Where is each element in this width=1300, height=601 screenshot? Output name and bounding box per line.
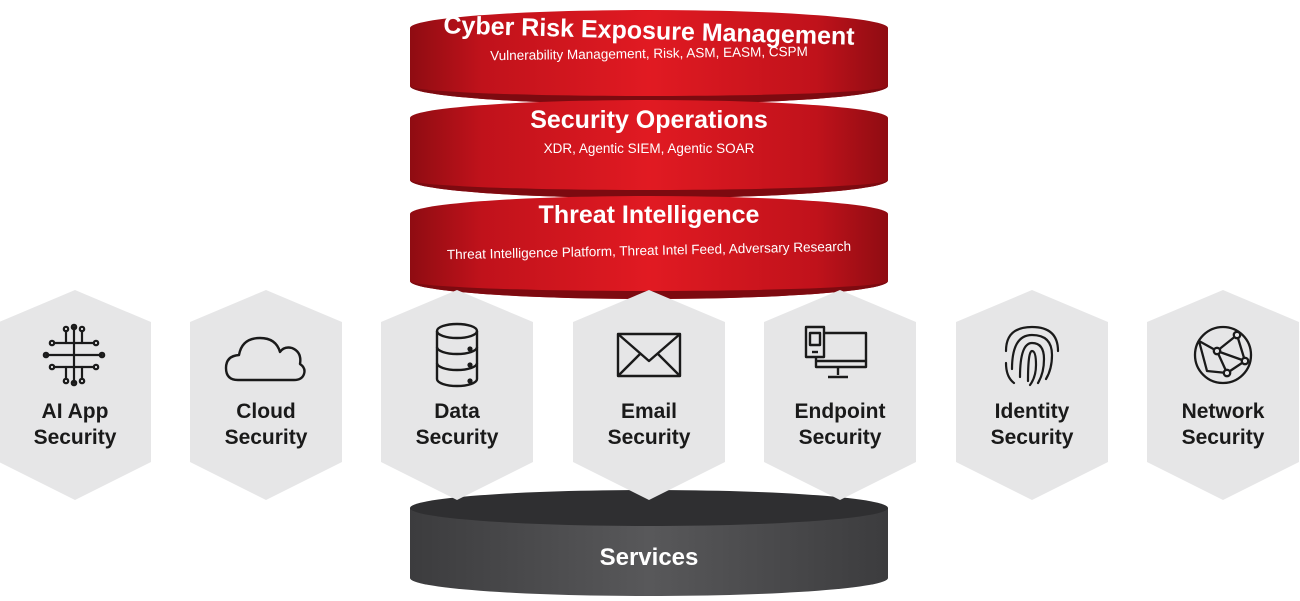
shield-label-line1: Email [620, 400, 678, 423]
shield-label-line1: Network [1181, 400, 1265, 423]
shield-network [1147, 290, 1299, 500]
shield-label-endpoint: Endpoint Security [765, 399, 915, 451]
shield-label-line2: Security [798, 426, 882, 449]
shield-label-line1: Cloud [236, 400, 296, 423]
layer-subtitle-security-operations: XDR, Agentic SIEM, Agentic SOAR [543, 141, 755, 156]
shield-label-line2: Security [415, 426, 499, 449]
shield-label-ai-app: AI App Security [0, 399, 150, 451]
shield-email [573, 290, 725, 500]
layer-threat-intelligence [410, 196, 888, 299]
cloud-icon [224, 336, 306, 382]
shield-label-network: Network Security [1148, 399, 1298, 451]
services-label: Services [599, 544, 699, 571]
devices-icon [804, 325, 868, 379]
shield-label-line1: AI App [41, 400, 109, 423]
shield-ai-app [0, 290, 151, 500]
shield-row [0, 290, 1299, 500]
shield-label-email: Email Security [574, 399, 724, 451]
shield-cloud [190, 290, 342, 500]
layer-title-security-operations: Security Operations [530, 106, 768, 134]
ai-circuit-icon [42, 323, 106, 387]
services-base [410, 490, 888, 596]
database-icon [435, 322, 479, 388]
shield-label-cloud: Cloud Security [191, 399, 341, 451]
shield-label-line2: Security [990, 426, 1074, 449]
shield-label-line1: Data [434, 400, 480, 423]
shield-label-data: Data Security [382, 399, 532, 451]
shield-label-line2: Security [33, 426, 117, 449]
shield-data [381, 290, 533, 500]
layer-title-threat-intelligence: Threat Intelligence [538, 201, 760, 229]
shield-label-line1: Identity [994, 400, 1070, 423]
shield-label-identity: Identity Security [957, 399, 1107, 451]
shield-identity [956, 290, 1108, 500]
shield-label-line1: Endpoint [794, 400, 886, 423]
network-globe-icon [1193, 325, 1253, 385]
envelope-icon [616, 332, 682, 378]
shield-endpoint [764, 290, 916, 500]
shield-label-line2: Security [1181, 426, 1265, 449]
shield-label-line2: Security [224, 426, 308, 449]
layer-cyber-risk [410, 10, 888, 104]
fingerprint-icon [1004, 325, 1060, 387]
shield-label-line2: Security [607, 426, 691, 449]
layer-security-operations [410, 100, 888, 198]
